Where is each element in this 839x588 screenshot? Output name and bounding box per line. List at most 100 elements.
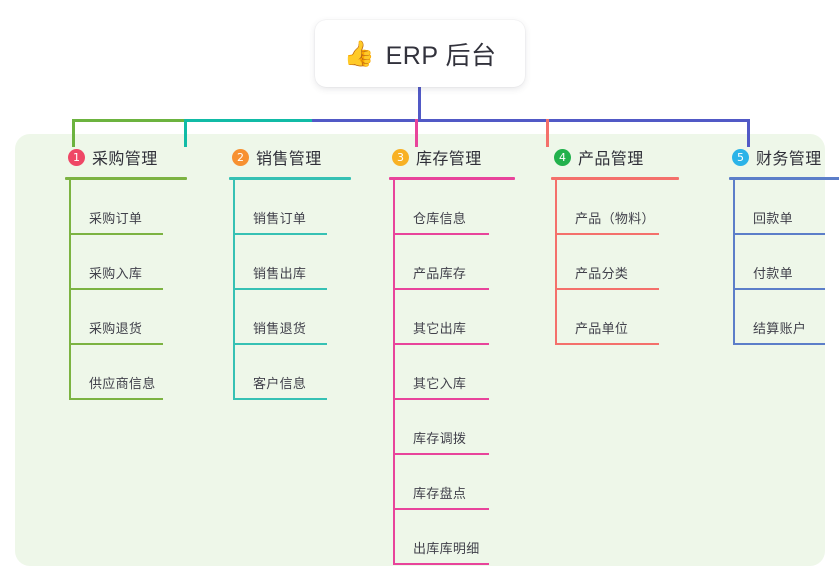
list-item-label: 产品（物料）: [575, 211, 655, 226]
branch-item-list: 销售订单销售出库销售退货客户信息: [233, 180, 327, 400]
branch-underline: [65, 177, 187, 180]
list-item-underline: [393, 398, 489, 400]
list-item-label: 仓库信息: [413, 211, 467, 226]
list-item-label: 采购入库: [89, 266, 143, 281]
branch-number-badge: 5: [732, 148, 749, 166]
list-item-underline: [233, 343, 327, 345]
list-item-label: 产品库存: [413, 266, 467, 281]
list-item-label: 采购退货: [89, 321, 143, 336]
list-item[interactable]: 产品单位: [555, 290, 659, 345]
branch-spine: [69, 180, 71, 400]
list-item-label: 出库库明细: [413, 541, 480, 556]
branch-spine: [555, 180, 557, 345]
list-item-label: 结算账户: [753, 321, 807, 336]
connector-rail-segment-2: [184, 119, 312, 122]
list-item-underline: [393, 233, 489, 235]
list-item-underline: [393, 453, 489, 455]
list-item-label: 销售退货: [253, 321, 307, 336]
list-item[interactable]: 客户信息: [233, 345, 327, 400]
branch-number-badge: 1: [68, 148, 85, 166]
list-item-label: 产品分类: [575, 266, 629, 281]
list-item[interactable]: 产品分类: [555, 235, 659, 290]
root-node-card[interactable]: 👍 ERP 后台: [315, 20, 525, 87]
list-item-label: 供应商信息: [89, 376, 156, 391]
root-node-title: ERP 后台: [385, 41, 497, 70]
branch-column-4: 4 产品管理产品（物料） 产品分类产品单位: [527, 134, 679, 345]
list-item-underline: [393, 563, 489, 565]
list-item[interactable]: 采购入库: [69, 235, 163, 290]
list-item-underline: [69, 288, 163, 290]
list-item[interactable]: 其它出库: [393, 290, 489, 345]
list-item-underline: [393, 508, 489, 510]
connector-drop-1: [72, 119, 75, 147]
branch-spine: [393, 180, 395, 565]
list-item[interactable]: 仓库信息: [393, 180, 489, 235]
connector-rail-segment-1: [72, 119, 184, 122]
list-item[interactable]: 产品（物料）: [555, 180, 659, 235]
list-item[interactable]: 其它入库: [393, 345, 489, 400]
list-item-underline: [233, 288, 327, 290]
list-item[interactable]: 销售订单: [233, 180, 327, 235]
branch-title: 销售管理: [256, 151, 322, 168]
list-item[interactable]: 出库库明细: [393, 510, 489, 565]
list-item[interactable]: 库存盘点: [393, 455, 489, 510]
list-item-label: 其它出库: [413, 321, 467, 336]
list-item-underline: [69, 233, 163, 235]
branch-header-3[interactable]: 3 库存管理: [365, 134, 515, 180]
branch-number-badge: 2: [232, 148, 249, 166]
list-item-label: 其它入库: [413, 376, 467, 391]
branch-underline: [551, 177, 679, 180]
branch-header-4[interactable]: 4 产品管理: [527, 134, 679, 180]
list-item-underline: [555, 233, 659, 235]
list-item-label: 付款单: [753, 266, 793, 281]
list-item-underline: [555, 343, 659, 345]
branch-spine: [233, 180, 235, 400]
branch-underline: [389, 177, 515, 180]
connector-drop-2: [184, 119, 187, 147]
list-item[interactable]: 库存调拨: [393, 400, 489, 455]
branch-number-badge: 4: [554, 148, 571, 166]
branch-column-2: 2 销售管理销售订单销售出库销售退货客户信息: [205, 134, 351, 400]
list-item[interactable]: 供应商信息: [69, 345, 163, 400]
list-item[interactable]: 销售出库: [233, 235, 327, 290]
list-item-underline: [233, 233, 327, 235]
connector-drop-5: [747, 119, 750, 147]
branch-item-list: 产品（物料） 产品分类产品单位: [555, 180, 659, 345]
list-item[interactable]: 回款单: [733, 180, 825, 235]
branch-number-badge: 3: [392, 148, 409, 166]
list-item-underline: [393, 288, 489, 290]
list-item-label: 销售出库: [253, 266, 307, 281]
branch-title: 库存管理: [416, 151, 482, 168]
list-item[interactable]: 销售退货: [233, 290, 327, 345]
list-item-label: 采购订单: [89, 211, 143, 226]
list-item-underline: [555, 288, 659, 290]
list-item[interactable]: 产品库存: [393, 235, 489, 290]
list-item[interactable]: 结算账户: [733, 290, 825, 345]
list-item[interactable]: 付款单: [733, 235, 825, 290]
list-item-label: 库存盘点: [413, 486, 467, 501]
list-item-underline: [69, 398, 163, 400]
list-item-underline: [233, 398, 327, 400]
branch-title: 产品管理: [578, 151, 644, 168]
list-item-underline: [733, 233, 825, 235]
list-item-label: 客户信息: [253, 376, 307, 391]
connector-drop-4: [546, 119, 549, 147]
list-item[interactable]: 采购退货: [69, 290, 163, 345]
connector-drop-3: [415, 119, 418, 147]
list-item[interactable]: 采购订单: [69, 180, 163, 235]
list-item-label: 销售订单: [253, 211, 307, 226]
branch-panel: [15, 134, 825, 566]
list-item-underline: [733, 288, 825, 290]
connector-root-stem: [418, 87, 421, 122]
list-item-underline: [393, 343, 489, 345]
list-item-underline: [69, 343, 163, 345]
branch-column-3: 3 库存管理仓库信息产品库存其它出库其它入库库存调拨库存盘点出库库明细: [365, 134, 515, 565]
branch-header-2[interactable]: 2 销售管理: [205, 134, 351, 180]
branch-underline: [229, 177, 351, 180]
